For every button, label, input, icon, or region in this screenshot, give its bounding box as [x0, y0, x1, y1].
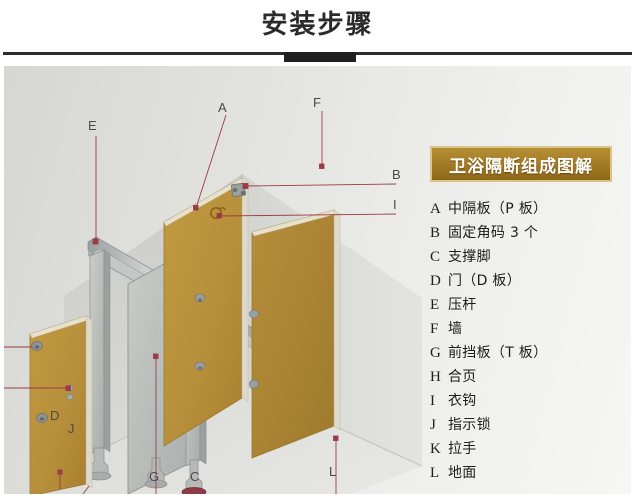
legend-label: 墙 [448, 321, 463, 337]
diagram-stage: A B C D E F G I J L [4, 66, 631, 494]
leader-dot-F [319, 163, 325, 169]
legend-key: J [430, 417, 436, 433]
leader-dot-A [193, 205, 199, 211]
divider-panel-A [163, 177, 249, 447]
hinge-icon [249, 309, 259, 319]
legend-key: I [430, 393, 435, 409]
legend-item-e: E 压杆 [430, 294, 628, 318]
legend-label: 地面 [448, 465, 477, 481]
legend-item-d: D 门（D 板） [430, 270, 628, 294]
legend-key: D [430, 273, 441, 289]
leader-dot-G [153, 353, 159, 359]
legend-key: F [430, 321, 439, 337]
leader-dot-K [65, 385, 71, 391]
legend-item-i: I 衣钩 [430, 390, 628, 414]
leader-A [195, 114, 227, 209]
legend-key: C [430, 249, 441, 265]
callout-label-F: F [313, 95, 321, 110]
pilaster-left-side [103, 249, 111, 453]
right-panel-right-edge [333, 209, 341, 431]
leader-dot-L [333, 435, 339, 441]
clothes-hook-ring-icon [210, 207, 223, 220]
legend-item-f: F 墙 [430, 318, 628, 342]
leader-I [219, 213, 397, 217]
legend-item-b: B 固定角码 3 个 [430, 222, 628, 246]
callout-label-A: A [218, 100, 227, 115]
legend-label: 门（D 板） [448, 273, 522, 289]
legend-item-h: H 合页 [430, 366, 628, 390]
callout-label-J: J [68, 421, 75, 436]
legend-key: K [430, 441, 441, 457]
legend-header: 卫浴隔断组成图解 [430, 146, 612, 182]
legend-key: E [430, 297, 440, 313]
legend-item-l: L 地面 [430, 462, 628, 486]
callout-label-I: I [393, 197, 397, 212]
legend-item-g: G 前挡板（T 板） [430, 342, 628, 366]
legend-label: 中隔板（P 板） [448, 201, 548, 217]
hinge-icon [194, 293, 206, 303]
legend-item-j: J 指示锁 [430, 414, 628, 438]
bracket-screw-icon [232, 187, 238, 193]
legend-key: H [430, 369, 441, 385]
hinge-pin-icon [198, 366, 202, 370]
diagram-canvas: A B C D E F G I J L [4, 66, 631, 494]
title-band: 安装步骤 [0, 0, 635, 52]
legend-item-c: C 支撑脚 [430, 246, 628, 270]
legend-header-title: 卫浴隔断组成图解 [449, 156, 593, 177]
leader-dot-E [92, 238, 99, 245]
divider-panel-right-edge [241, 177, 249, 403]
hinge-icon [194, 361, 206, 371]
bracket-screw-icon [240, 190, 246, 196]
legend-list: A 中隔板（P 板） B 固定角码 3 个 C 支撑脚 D 门（D 板） E 压… [430, 198, 628, 486]
callout-label-D: D [50, 408, 60, 423]
leader-J [82, 485, 90, 494]
leader-dot-D [57, 469, 63, 475]
hinge-group-divider [194, 293, 206, 371]
legend-key: B [430, 225, 441, 241]
hinge-pin-icon [198, 298, 202, 302]
indicator-lock-secondary-icon [66, 393, 74, 401]
clothes-hook-arm-icon [218, 206, 226, 211]
callout-label-B: B [392, 167, 401, 182]
callout-label-G: G [149, 469, 160, 484]
legend-panel: 卫浴隔断组成图解 A 中隔板（P 板） B 固定角码 3 个 C 支撑脚 D 门… [430, 146, 628, 486]
callout-label-C: C [190, 469, 200, 484]
hinge-icon [249, 379, 259, 389]
right-partition-panel [249, 209, 341, 459]
legend-item-k: K 拉手 [430, 438, 628, 462]
pull-handle-core-icon [34, 345, 40, 349]
clothes-hook-I [210, 206, 226, 220]
legend-label: 固定角码 3 个 [448, 225, 539, 241]
legend-key: A [430, 201, 441, 217]
legend-label: 指示锁 [448, 417, 491, 433]
page-title: 安装步骤 [261, 10, 374, 40]
legend-label: 衣钩 [448, 393, 477, 409]
leader-dot-I [216, 213, 222, 219]
legend-label: 支撑脚 [448, 249, 491, 265]
toilet-partition-exploded-drawing [4, 111, 423, 494]
hinge-pin-icon [39, 417, 45, 421]
title-divider-tab [284, 52, 356, 62]
door-right-edge [85, 315, 93, 489]
legend-label: 合页 [448, 369, 477, 385]
legend-key: L [430, 465, 440, 481]
right-panel-face [251, 209, 335, 459]
callout-label-E: E [88, 118, 97, 133]
legend-label: 前挡板（T 板） [448, 345, 548, 361]
legend-key: G [430, 345, 441, 361]
legend-label: 拉手 [448, 441, 477, 457]
callout-leader-lines [4, 111, 397, 494]
legend-label: 压杆 [448, 297, 477, 313]
door-panel-D [29, 315, 93, 494]
callout-label-L: L [329, 464, 337, 479]
leader-dot-B [242, 183, 249, 189]
corner-bracket-B [231, 182, 246, 197]
legend-item-a: A 中隔板（P 板） [430, 198, 628, 222]
leader-B [245, 183, 397, 187]
